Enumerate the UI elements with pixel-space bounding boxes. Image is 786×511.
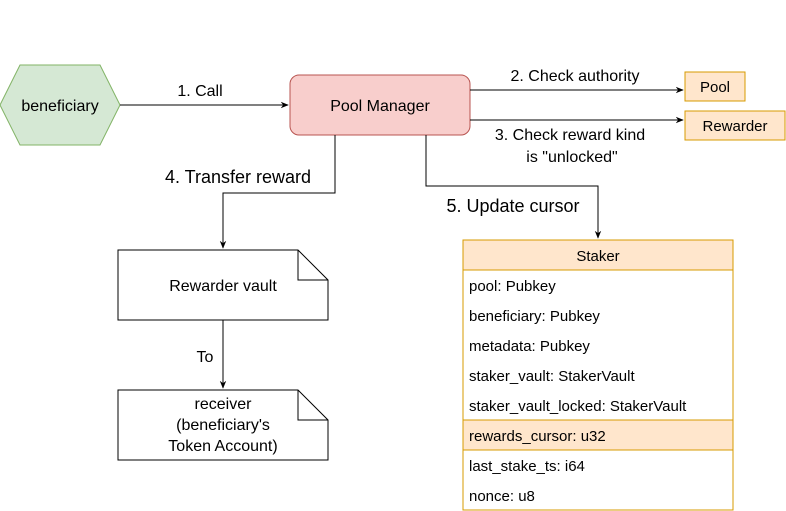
edge-to: To <box>197 320 227 389</box>
rewarder-node: Rewarder <box>684 110 786 141</box>
edge-transfer-reward: 4. Transfer reward <box>165 135 336 249</box>
staker-field: nonce: u8 <box>469 488 535 505</box>
staker-field: beneficiary: Pubkey <box>469 308 600 325</box>
staker-fields: pool: Pubkey beneficiary: Pubkey metadata:… <box>462 278 734 505</box>
edge-check-reward-kind-label-line-1: 3. Check reward kind <box>495 127 645 144</box>
edge-to-label: To <box>197 349 214 366</box>
staker-field: staker_vault: StakerVault <box>469 368 635 385</box>
pool-manager-node: Pool Manager <box>289 74 471 136</box>
beneficiary-label: beneficiary <box>21 98 98 115</box>
staker-field-highlight <box>462 419 734 451</box>
rewarder-vault-node: Rewarder vault <box>117 249 329 321</box>
edge-call: 1. Call <box>120 83 289 109</box>
edge-update-cursor: 5. Update cursor <box>425 135 602 239</box>
staker-struct: Staker pool: Pubkey beneficiary: Pubkey me… <box>462 239 734 511</box>
receiver-label-line-1: receiver <box>195 396 253 413</box>
edge-call-label: 1. Call <box>177 83 222 100</box>
staker-field: rewards_cursor: u32 <box>469 428 606 445</box>
staker-title: Staker <box>576 248 619 265</box>
rewarder-label: Rewarder <box>702 118 767 135</box>
staker-field: pool: Pubkey <box>469 278 556 295</box>
receiver-label-line-2: (beneficiary's <box>176 417 270 434</box>
pool-manager-label: Pool Manager <box>330 98 430 115</box>
beneficiary-node: beneficiary <box>0 64 121 146</box>
pool-node: Pool <box>684 71 746 102</box>
receiver-node: receiver (beneficiary's Token Account) <box>117 389 329 461</box>
edge-check-reward-kind-label-line-2: is "unlocked" <box>526 149 617 166</box>
edge-transfer-reward-label: 4. Transfer reward <box>165 167 311 187</box>
edge-check-authority-label: 2. Check authority <box>511 68 640 85</box>
rewarder-vault-label: Rewarder vault <box>169 278 277 295</box>
pool-label: Pool <box>700 79 730 96</box>
staker-field: metadata: Pubkey <box>469 338 590 355</box>
edge-check-reward-kind: 3. Check reward kind is "unlocked" <box>470 116 684 166</box>
staker-field: last_stake_ts: i64 <box>469 458 585 475</box>
edge-update-cursor-label: 5. Update cursor <box>446 196 579 216</box>
edge-check-authority: 2. Check authority <box>470 68 684 94</box>
receiver-label-line-3: Token Account) <box>168 438 277 455</box>
staker-field: staker_vault_locked: StakerVault <box>469 398 687 415</box>
